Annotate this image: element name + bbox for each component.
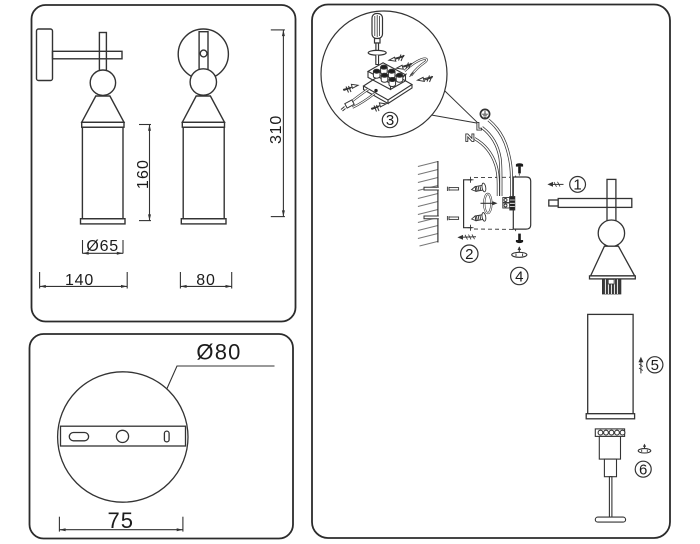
- svg-text:140: 140: [65, 272, 94, 289]
- svg-text:80: 80: [196, 272, 215, 289]
- svg-text:Ø65: Ø65: [86, 238, 119, 255]
- svg-text:2: 2: [465, 246, 473, 263]
- svg-text:6: 6: [639, 461, 647, 478]
- svg-text:Ø80: Ø80: [196, 340, 241, 365]
- svg-text:5: 5: [651, 357, 659, 374]
- svg-text:3: 3: [386, 112, 394, 129]
- svg-text:1: 1: [573, 177, 581, 194]
- svg-text:160: 160: [135, 159, 152, 189]
- svg-text:4: 4: [515, 269, 523, 286]
- svg-text:310: 310: [268, 115, 285, 144]
- svg-text:75: 75: [108, 508, 134, 533]
